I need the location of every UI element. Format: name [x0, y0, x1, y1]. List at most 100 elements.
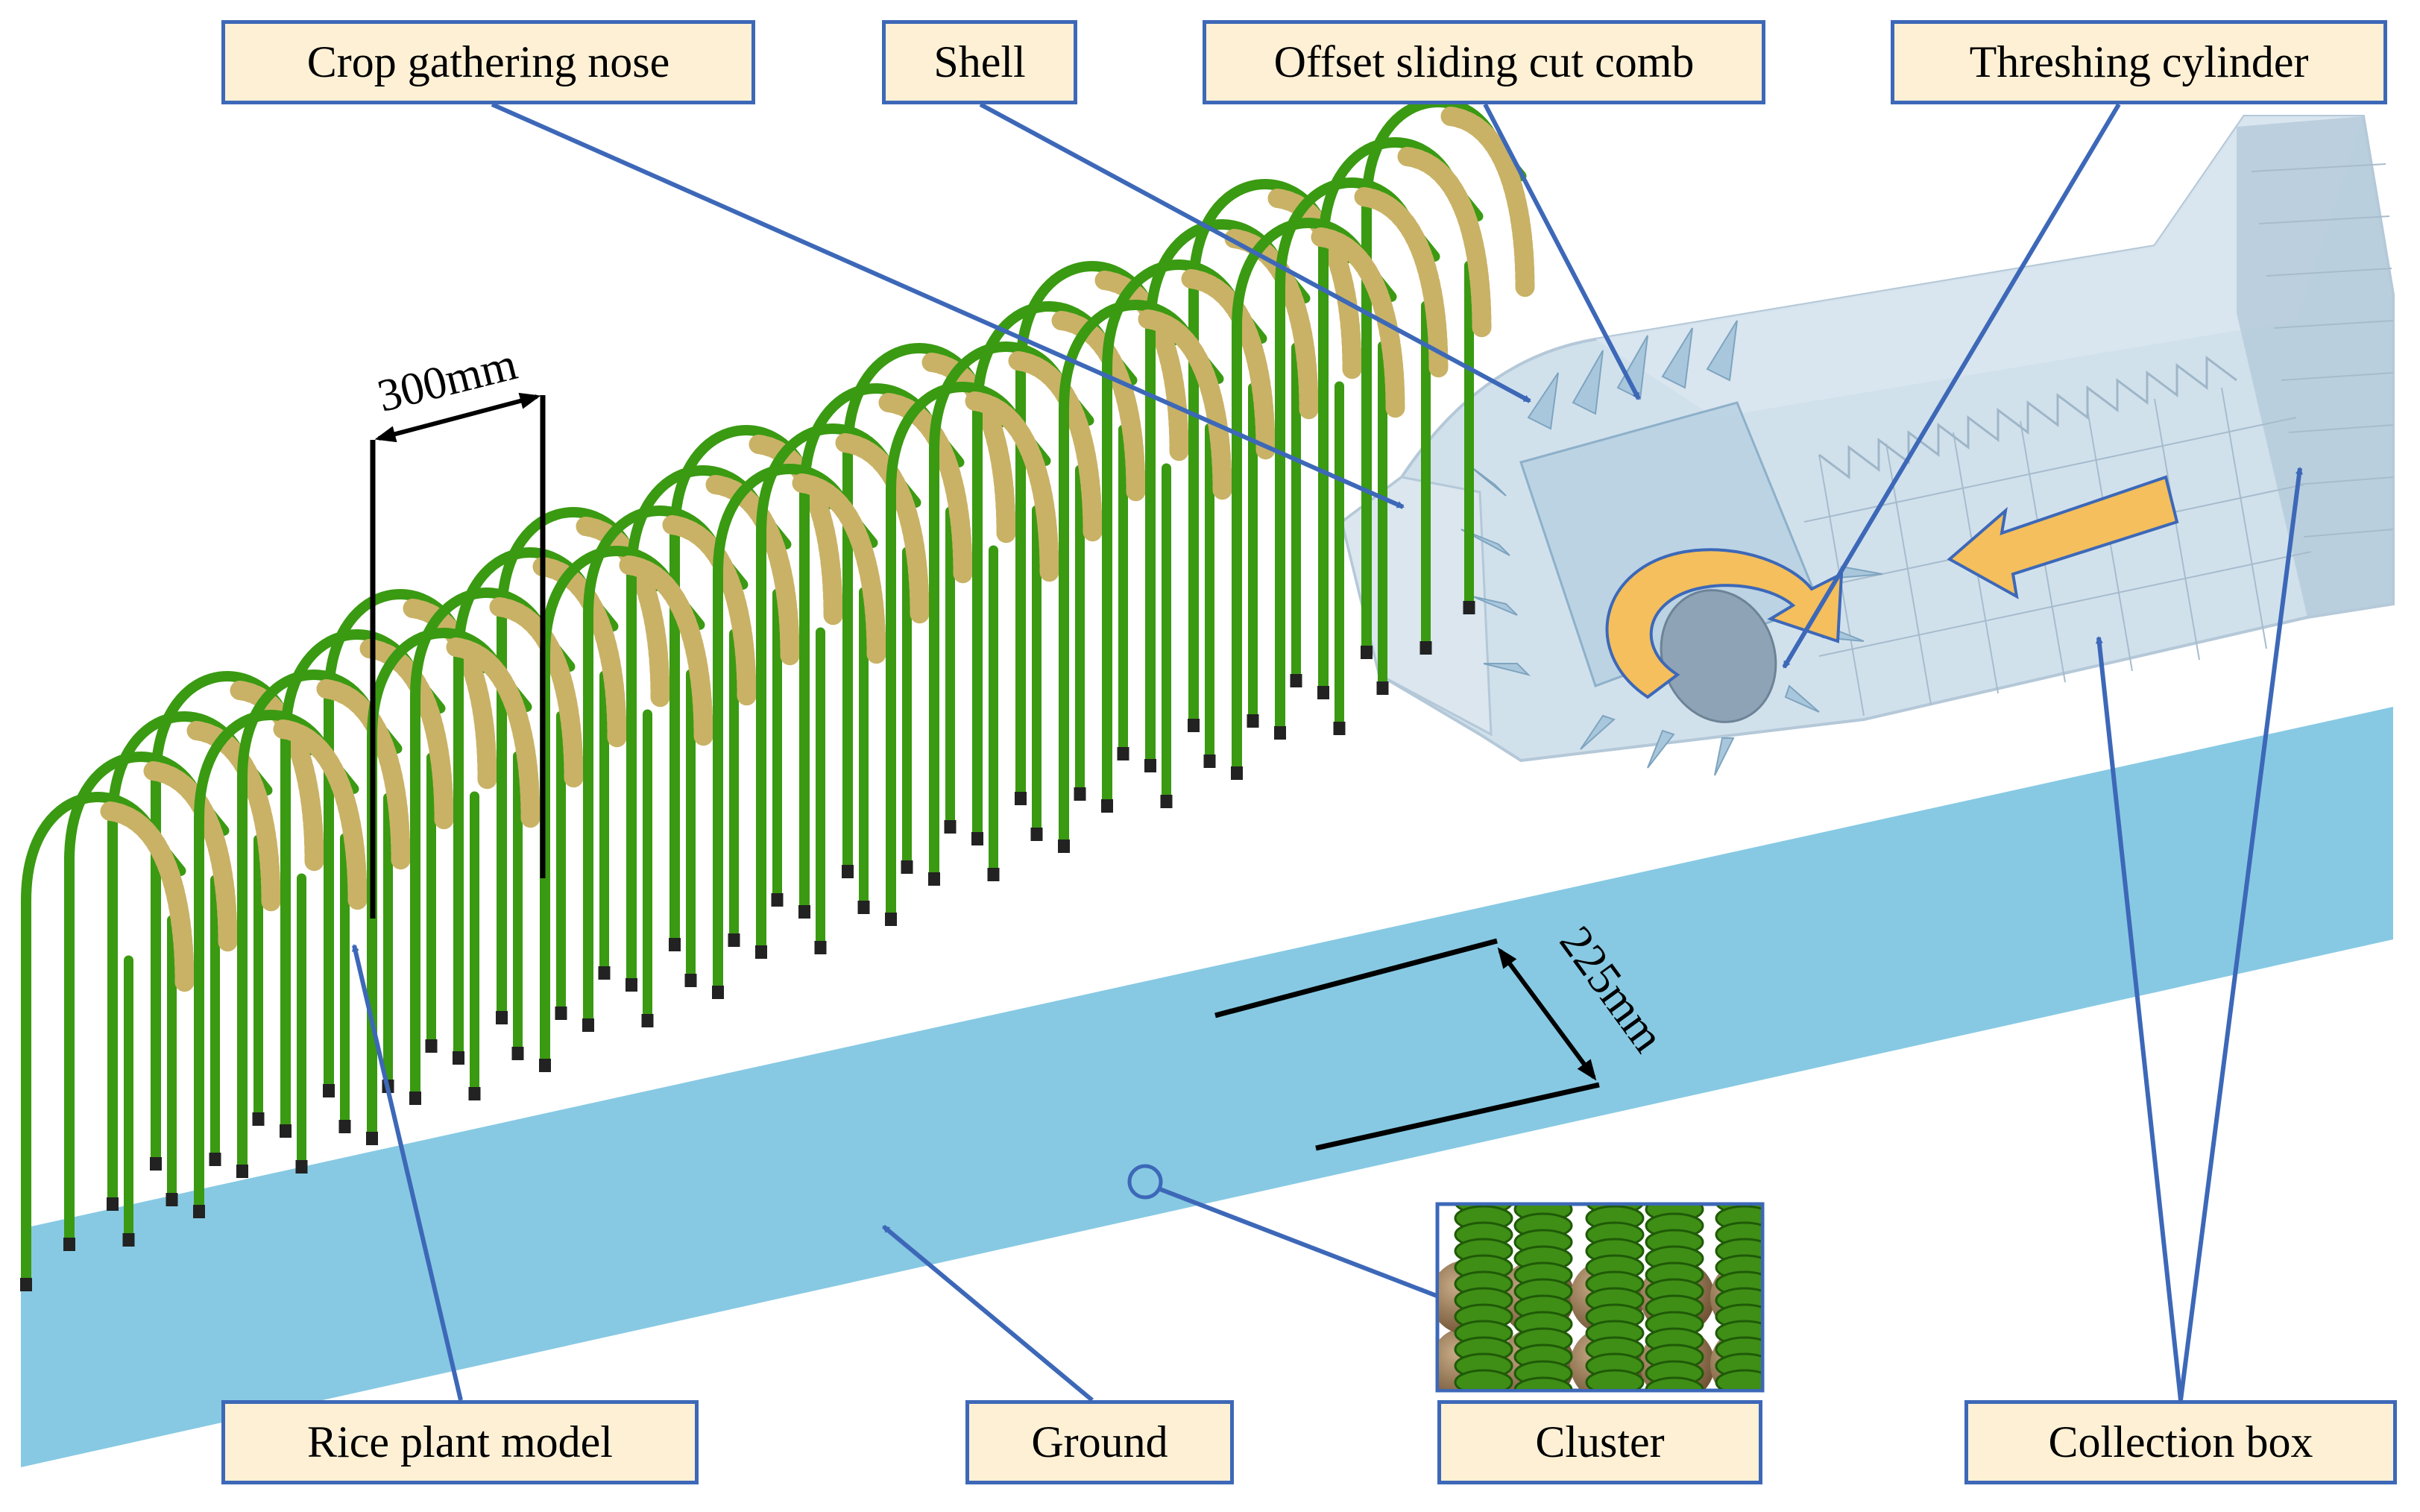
rice-plant [1274, 177, 1449, 740]
plant-base [496, 1011, 508, 1024]
plant-base [626, 978, 637, 992]
plant-base [366, 1132, 378, 1145]
cluster-particles [1439, 1206, 1761, 1389]
shell-top-panel [1595, 116, 2363, 418]
rice-plant [20, 792, 195, 1291]
rice-panicle [1094, 271, 1189, 462]
plant-base [150, 1157, 162, 1171]
rice-panicle [749, 435, 843, 626]
rice-panicle [186, 721, 281, 912]
plant-base [252, 1112, 265, 1126]
rice-plant [409, 588, 584, 1105]
plant-base [987, 868, 1000, 881]
row-spacing-arrow [374, 392, 541, 443]
rice-panicle [662, 515, 757, 706]
plant-base [555, 1007, 567, 1020]
harvester-header [1340, 115, 2395, 776]
material-flow-arrow-icon [1947, 475, 2179, 599]
rice-panicle [1311, 227, 1405, 418]
plant-base [771, 893, 784, 907]
plant-base [539, 1059, 551, 1072]
plant-base [885, 913, 897, 926]
plant-base [323, 1084, 335, 1097]
rice-panicle [1397, 147, 1492, 338]
rice-plant [1361, 97, 1535, 659]
rice-panicle [792, 473, 886, 664]
plant-spacing-extension-top [1214, 938, 1498, 1018]
rice-panicle [965, 391, 1059, 582]
plant-base [1274, 726, 1286, 740]
plant-base [944, 820, 957, 834]
rice-plant [885, 382, 1059, 926]
plant-base [409, 1092, 421, 1105]
plant-spacing-extension-bottom [1315, 1082, 1600, 1151]
plant-base [857, 901, 870, 914]
rice-panicle [835, 433, 930, 624]
plant-base [511, 1047, 524, 1060]
plant-base [669, 938, 681, 951]
label-crop-gathering-nose: Crop gathering nose [221, 20, 755, 104]
rice-plant [712, 464, 886, 999]
label-shell: Shell [882, 20, 1077, 104]
rice-panicle [1440, 107, 1535, 297]
plant-base [1203, 755, 1216, 768]
collection-box-back-wall [2237, 116, 2393, 617]
rice-plant [971, 301, 1146, 845]
plant-base [107, 1197, 119, 1211]
collection-box-baffles [1818, 356, 2237, 479]
rice-plant [1231, 218, 1405, 780]
stem-particle [1454, 1369, 1513, 1389]
plant-base [1231, 766, 1243, 780]
stem-particle [1715, 1369, 1761, 1389]
plant-base [20, 1278, 32, 1291]
plant-spacing-arrow [1497, 947, 1597, 1081]
stem-particle [1513, 1376, 1573, 1389]
plant-base [209, 1153, 221, 1166]
rice-panicle [230, 681, 324, 872]
rice-panicle [489, 597, 584, 788]
rice-plant [1058, 300, 1232, 853]
rice-panicle [143, 761, 238, 952]
plant-base [814, 941, 827, 954]
rice-panicle [273, 719, 368, 910]
plant-base [295, 1160, 308, 1174]
rice-plant [150, 671, 324, 1171]
leader-lines [351, 102, 2303, 1402]
plant-base [598, 966, 611, 980]
cluster-inset [1435, 1202, 1765, 1393]
plant-base [1290, 674, 1302, 687]
leader-threshing-cylinder [1782, 103, 2121, 669]
rice-plant [453, 547, 627, 1065]
plant-base [1058, 840, 1070, 853]
rice-plant [107, 711, 281, 1211]
label-ground: Ground [965, 1400, 1234, 1484]
plant-base [971, 832, 983, 845]
rice-panicle [1224, 229, 1319, 420]
rice-panicle [576, 517, 670, 708]
plant-base [166, 1193, 178, 1206]
plant-base [1188, 719, 1200, 732]
rice-plant [280, 629, 454, 1138]
rice-panicle [1354, 187, 1449, 378]
rotation-arrow-icon [1605, 548, 1844, 699]
rice-panicle [1138, 309, 1232, 500]
rice-panicle [705, 475, 800, 666]
rice-panicle [921, 353, 1016, 544]
plant-base [1376, 681, 1389, 695]
plant-base [1160, 795, 1173, 808]
rice-panicle [532, 557, 627, 748]
plant-base [1015, 792, 1027, 805]
rice-plant [626, 465, 800, 992]
rice-plant [1188, 179, 1362, 732]
plant-base [582, 1018, 594, 1032]
stem-particle [1585, 1369, 1645, 1389]
rice-plant [928, 341, 1103, 886]
ground-strip [21, 707, 2393, 1467]
plant-base [236, 1165, 248, 1178]
leader-ground [882, 1224, 1094, 1402]
plant-base [798, 905, 810, 919]
plant-base [1074, 787, 1086, 801]
stem-particle [1645, 1376, 1704, 1389]
plant-base [1361, 646, 1373, 659]
